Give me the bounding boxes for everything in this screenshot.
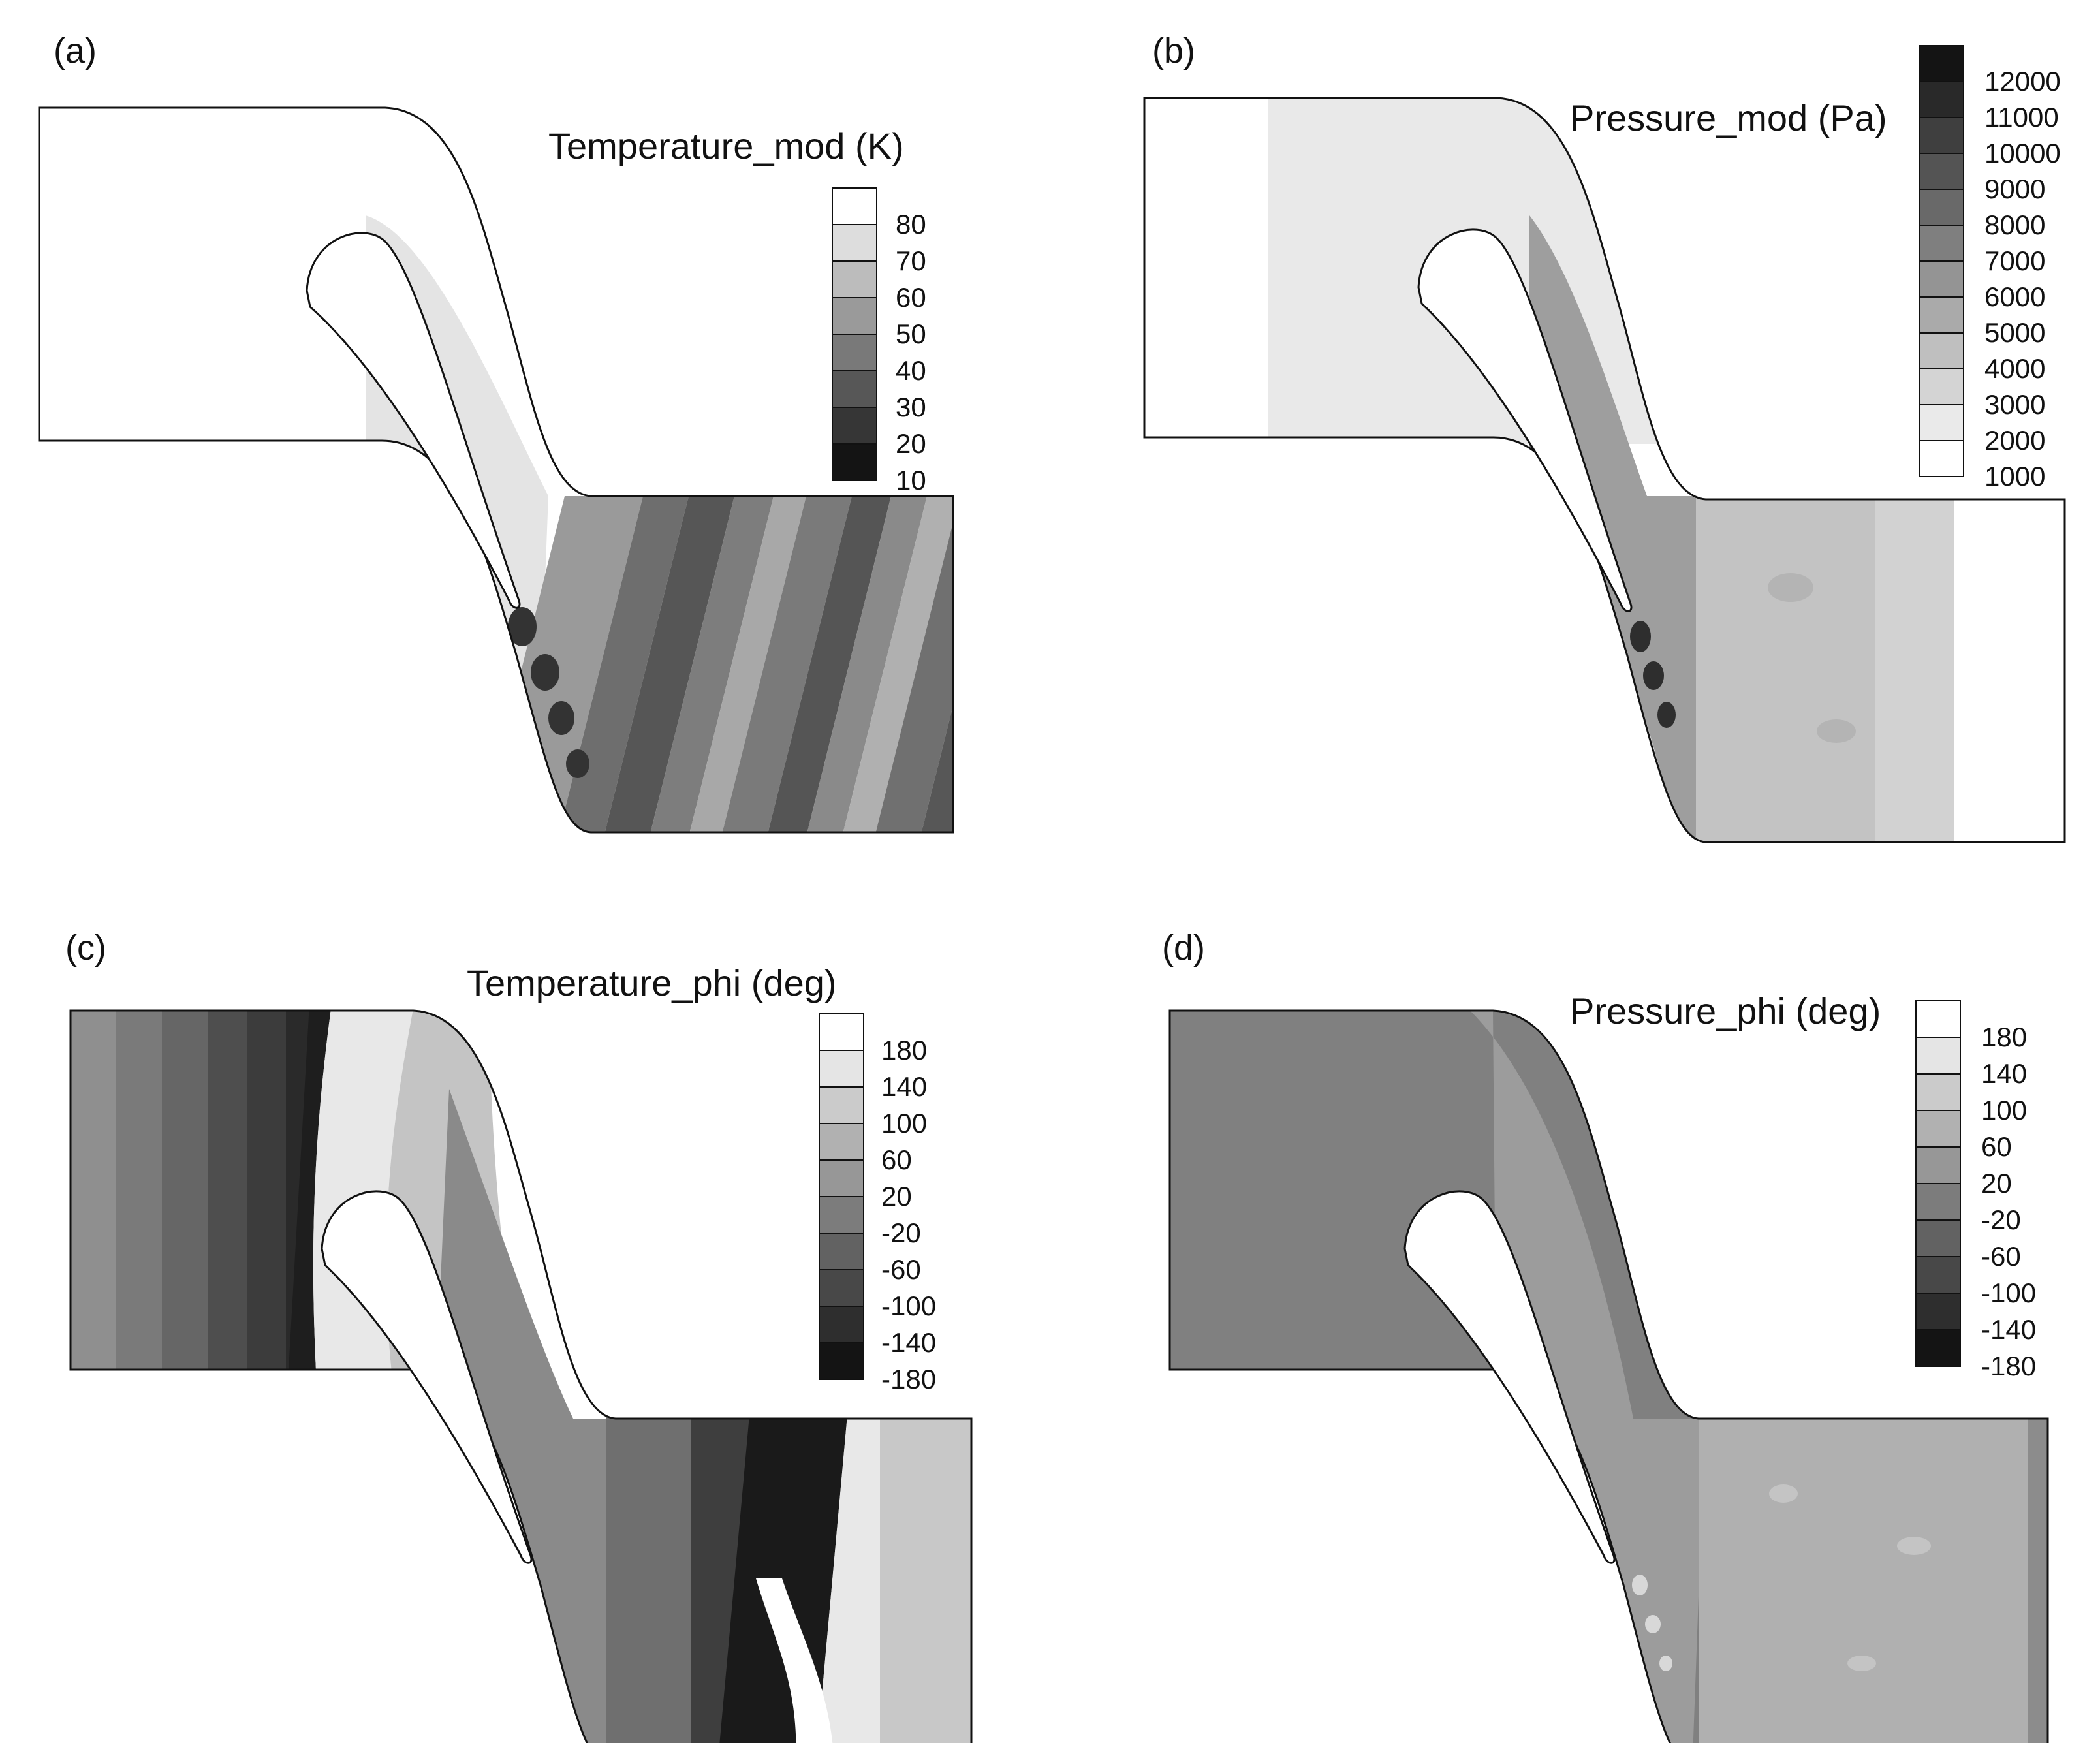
colorbar-level-swatch [832,187,877,225]
colorbar-level-swatch [1919,189,1964,226]
colorbar-tick-label: -60 [1981,1241,2021,1272]
colorbar-level-swatch [1915,1256,1961,1294]
panel-a-label: (a) [54,31,97,71]
colorbar-level-swatch [819,1013,864,1051]
colorbar-level-swatch [1919,153,1964,190]
panel-c-colorbar: 180 140 100 60 20 -20 -60 -100 -140 -180 [819,1013,936,1394]
panel-a-colorbar: 80 70 60 50 40 30 20 10 [832,187,926,495]
colorbar-tick-label: 12000 [1984,66,2061,97]
colorbar-level-swatch [819,1306,864,1343]
colorbar-tick-label: 40 [896,355,926,386]
panel-d-colorbar-title: Pressure_phi (deg) [1570,990,1881,1031]
colorbar-level-swatch [1915,1110,1961,1148]
colorbar-level-swatch [832,260,877,298]
panel-d: (d) Pressure_phi (de [1162,928,2049,1743]
panel-b-label: (b) [1152,31,1195,71]
colorbar-tick-label: -100 [1981,1278,2036,1308]
colorbar-level-swatch [1919,296,1964,334]
colorbar-tick-label: -140 [881,1327,936,1358]
colorbar-tick-label: -100 [881,1291,936,1321]
colorbar-tick-label: 140 [1981,1058,2027,1089]
colorbar-level-swatch [1915,1073,1961,1111]
colorbar-tick-label: 10000 [1984,138,2061,168]
colorbar-level-swatch [1915,1146,1961,1184]
colorbar-level-swatch [1919,332,1964,369]
colorbar-level-swatch [1915,1183,1961,1221]
colorbar-tick-label: 2000 [1984,425,2045,456]
colorbar-tick-label: 80 [896,209,926,240]
colorbar-level-swatch [832,443,877,481]
colorbar-level-swatch [1915,1037,1961,1075]
colorbar-tick-label: 3000 [1984,389,2045,420]
colorbar-tick-label: 1000 [1984,461,2045,492]
colorbar-level-swatch [1915,1329,1961,1367]
colorbar-tick-label: 70 [896,245,926,276]
colorbar-tick-label: 20 [1981,1168,2012,1199]
colorbar-level-swatch [1915,1293,1961,1330]
colorbar-tick-label: 9000 [1984,174,2045,204]
colorbar-tick-label: 60 [881,1144,912,1175]
panel-b-colorbar: 12000 11000 10000 9000 8000 7000 6000 5000 4000 3… [1919,45,2061,492]
colorbar-level-swatch [832,407,877,445]
colorbar-level-swatch [819,1050,864,1088]
colorbar-tick-label: 140 [881,1071,927,1102]
colorbar-tick-label: 180 [1981,1022,2027,1052]
panel-c-label: (c) [65,928,106,967]
panel-c: (c) [65,928,973,1743]
colorbar-tick-label: 50 [896,319,926,349]
colorbar-tick-label: -180 [1981,1351,2036,1381]
colorbar-tick-label: 4000 [1984,353,2045,384]
panel-d-colorbar: 180 140 100 60 20 -20 -60 -100 -140 -180 [1915,1000,2036,1381]
colorbar-level-swatch [1919,225,1964,262]
panel-a-colorbar-title: Temperature_mod (K) [548,125,904,166]
colorbar-level-swatch [832,334,877,371]
colorbar-level-swatch [819,1233,864,1270]
colorbar-level-swatch [1919,404,1964,441]
colorbar-level-swatch [1915,1219,1961,1257]
colorbar-tick-label: 180 [881,1035,927,1065]
colorbar-tick-label: 11000 [1984,102,2059,133]
colorbar-level-swatch [819,1159,864,1197]
panel-c-colorbar-title: Temperature_phi (deg) [467,962,837,1003]
colorbar-level-swatch [832,370,877,408]
colorbar-tick-label: -60 [881,1254,921,1285]
colorbar-tick-label: 5000 [1984,317,2045,348]
panel-d-label: (d) [1162,928,1205,967]
panel-a: (a) [38,31,954,834]
colorbar-level-swatch [819,1342,864,1380]
colorbar-level-swatch [1919,440,1964,477]
colorbar-tick-label: 10 [896,465,926,495]
colorbar-level-swatch [819,1123,864,1161]
colorbar-tick-label: 100 [881,1108,927,1138]
colorbar-tick-label: -140 [1981,1314,2036,1345]
colorbar-tick-label: 60 [896,282,926,313]
panel-b-colorbar-title: Pressure_mod (Pa) [1570,97,1887,138]
colorbar-level-swatch [1919,368,1964,405]
panel-b: (b) Pressure_ [1143,31,2066,843]
colorbar-level-swatch [819,1196,864,1234]
colorbar-level-swatch [819,1269,864,1307]
colorbar-level-swatch [1919,260,1964,298]
colorbar-tick-label: 20 [896,428,926,459]
colorbar-level-swatch [1919,45,1964,82]
colorbar-tick-label: -20 [1981,1204,2021,1235]
colorbar-level-swatch [819,1086,864,1124]
colorbar-level-swatch [832,224,877,262]
colorbar-tick-label: 100 [1981,1095,2027,1125]
colorbar-level-swatch [1919,117,1964,154]
colorbar-tick-label: 7000 [1984,245,2045,276]
colorbar-tick-label: 60 [1981,1131,2012,1162]
colorbar-tick-label: -180 [881,1364,936,1394]
colorbar-tick-label: 6000 [1984,281,2045,312]
colorbar-level-swatch [1915,1000,1961,1038]
colorbar-tick-label: 30 [896,392,926,422]
colorbar-tick-label: 8000 [1984,210,2045,240]
colorbar-tick-label: 20 [881,1181,912,1212]
colorbar-level-swatch [832,297,877,335]
colorbar-level-swatch [1919,81,1964,118]
colorbar-tick-label: -20 [881,1217,921,1248]
